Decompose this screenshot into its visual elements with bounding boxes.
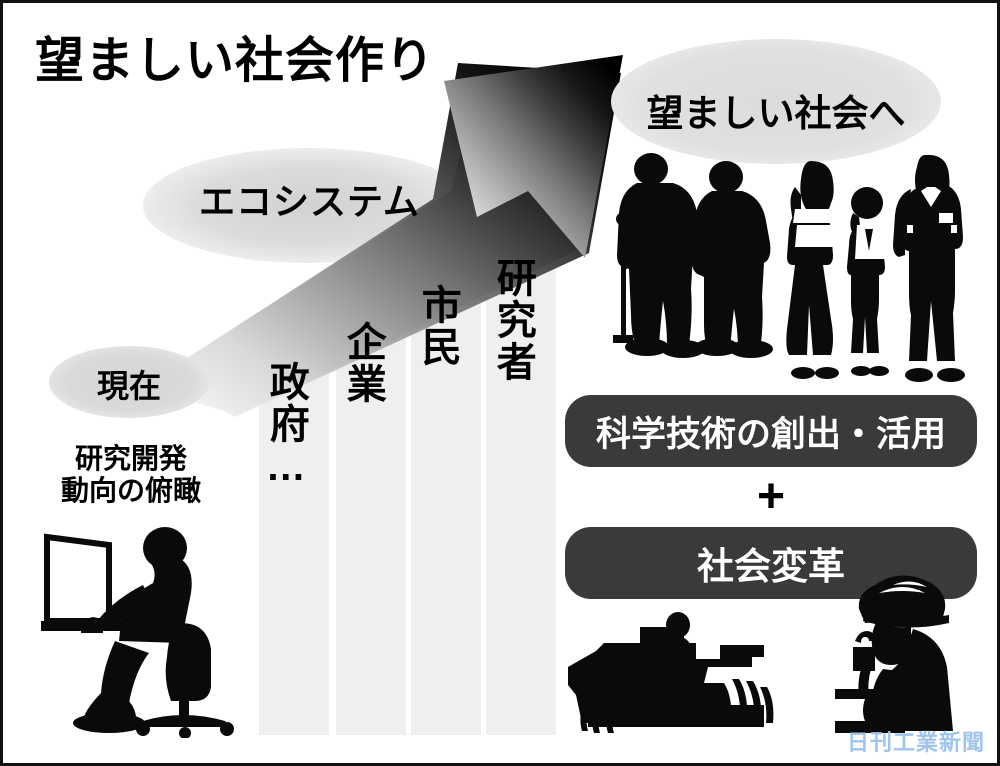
present-description-line2: 動向の俯瞰 (60, 474, 201, 506)
person-at-computer-silhouette (41, 527, 234, 738)
watermark: 日刊工業新聞 (846, 730, 985, 755)
pillar-label-corporations: 企業 (340, 321, 385, 405)
goal-state-ellipse (611, 39, 941, 164)
pillar-label-government: 政府… (263, 361, 308, 491)
researcher-microscope-silhouette (835, 575, 953, 733)
present-state-description: 研究開発 動向の俯瞰 (33, 443, 229, 507)
goal-state-label: 望ましい社会へ (646, 93, 906, 134)
page-title: 望ましい社会作り (35, 34, 436, 88)
outcome-box-science-technology: 科学技術の創出・活用 (565, 395, 977, 467)
present-state-label: 現在 (96, 368, 161, 404)
plus-sign: + (756, 470, 786, 523)
present-description-line1: 研究開発 (74, 443, 187, 474)
group-of-people-silhouette (613, 153, 965, 382)
pillar-label-citizens: 市民 (415, 284, 460, 368)
pillar-label-researchers: 研究者 (490, 257, 535, 383)
harvester-machine-silhouette (568, 612, 774, 733)
ecosystem-label: エコシステム (199, 181, 420, 222)
